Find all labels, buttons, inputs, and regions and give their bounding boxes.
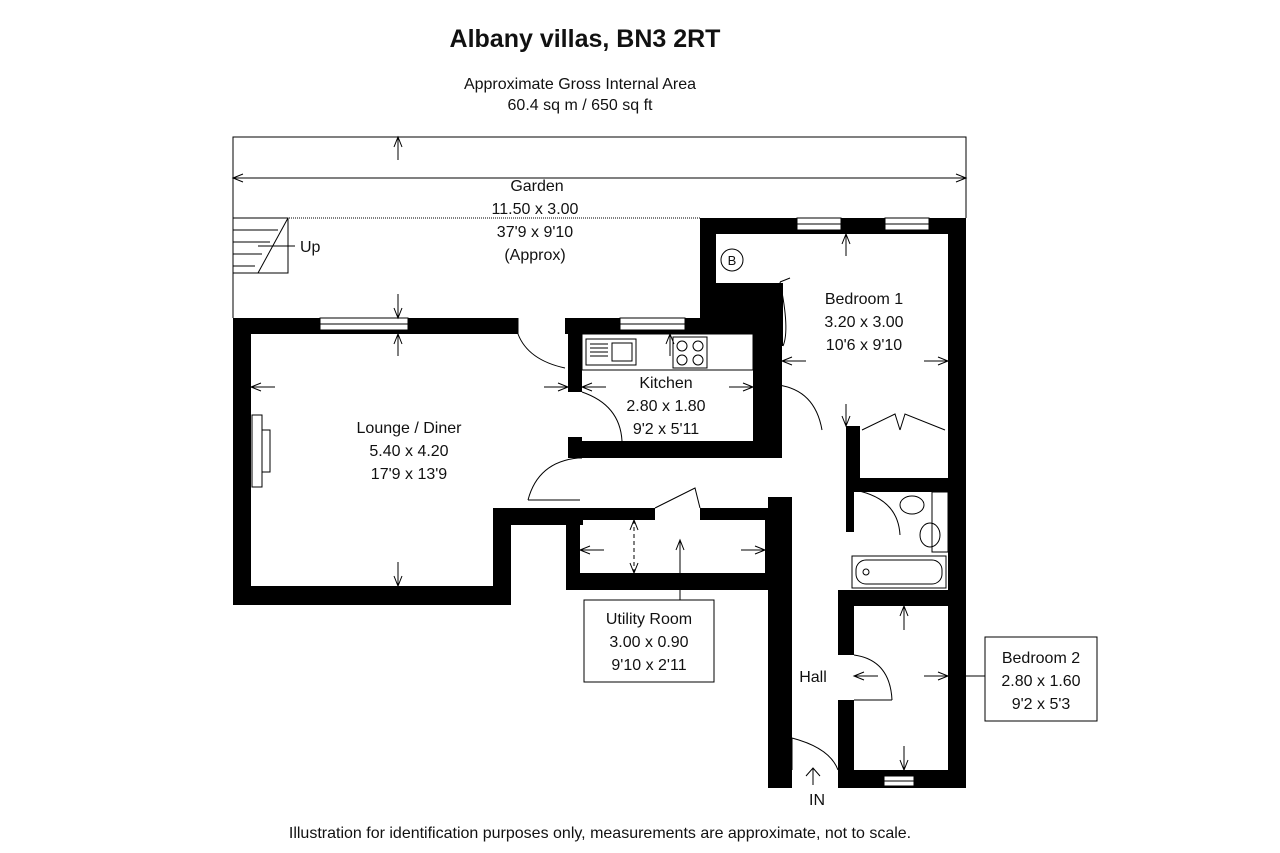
lounge-name: Lounge / Diner [357, 420, 463, 437]
lounge-metric: 5.40 x 4.20 [369, 443, 448, 460]
bedroom2-imperial: 9'2 x 5'3 [1012, 696, 1071, 713]
bath-icon [851, 555, 947, 589]
bedroom1-label: Bedroom 1 3.20 x 3.00 10'6 x 9'10 [824, 291, 903, 354]
kitchen-label: Kitchen 2.80 x 1.80 9'2 x 5'11 [626, 375, 705, 438]
bedroom1-name: Bedroom 1 [825, 291, 903, 308]
bedroom2-name: Bedroom 2 [1002, 650, 1080, 667]
bedroom1-metric: 3.20 x 3.00 [824, 314, 903, 331]
garden-metric: 11.50 x 3.00 [492, 201, 579, 218]
basin-icon [919, 522, 941, 548]
walls [233, 218, 966, 788]
bedroom2-label: Bedroom 2 2.80 x 1.60 9'2 x 5'3 [984, 636, 1098, 722]
plan-title: Albany villas, BN3 2RT [450, 25, 721, 53]
lounge-label: Lounge / Diner 5.40 x 4.20 17'9 x 13'9 [357, 420, 463, 483]
garden-label: Garden 11.50 x 3.00 37'9 x 9'10 (Approx) [492, 178, 579, 264]
utility-name: Utility Room [606, 611, 692, 628]
boiler-icon [720, 248, 744, 272]
utility-imperial: 9'10 x 2'11 [611, 657, 686, 674]
garden-name: Garden [510, 178, 563, 195]
disclaimer: Illustration for identification purposes… [289, 825, 911, 842]
dimension-arrows [231, 135, 985, 785]
windows [251, 217, 930, 787]
utility-metric: 3.00 x 0.90 [609, 634, 688, 651]
area-value: 60.4 sq m / 650 sq ft [508, 97, 654, 114]
hall-label: Hall [799, 669, 827, 686]
entrance-label: IN [809, 792, 825, 809]
lounge-imperial: 17'9 x 13'9 [371, 466, 447, 483]
stairs [232, 217, 295, 274]
bedroom1-imperial: 10'6 x 9'10 [826, 337, 902, 354]
area-label: Approximate Gross Internal Area [464, 76, 696, 93]
kitchen-name: Kitchen [639, 375, 692, 392]
garden-note: (Approx) [504, 247, 565, 264]
bathroom-fittings [851, 491, 949, 589]
doors [517, 277, 946, 771]
kitchen-imperial: 9'2 x 5'11 [633, 421, 699, 438]
sink-icon [585, 338, 637, 366]
kitchen-metric: 2.80 x 1.80 [626, 398, 705, 415]
boiler-label: B [728, 253, 737, 268]
hob-icon [672, 336, 708, 369]
utility-label: Utility Room 3.00 x 0.90 9'10 x 2'11 [583, 599, 715, 683]
kitchen-fittings [581, 333, 754, 371]
toilet-icon [899, 495, 925, 515]
garden-imperial: 37'9 x 9'10 [497, 224, 573, 241]
bedroom2-metric: 2.80 x 1.60 [1001, 673, 1080, 690]
stairs-up-label: Up [300, 239, 321, 256]
